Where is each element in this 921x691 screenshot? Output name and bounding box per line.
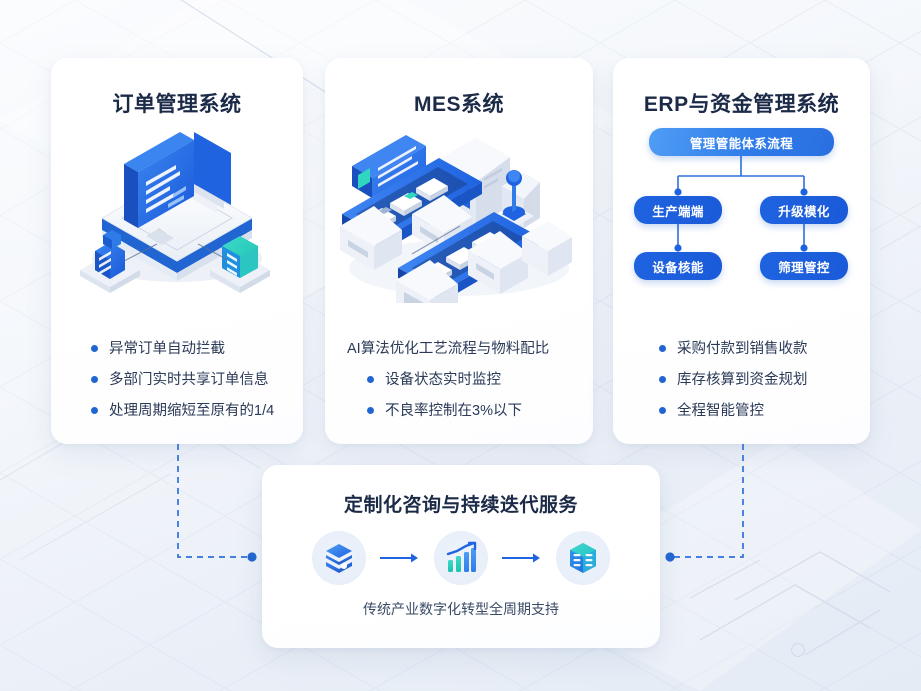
bullet-dot [367,376,374,384]
list-item: 库存核算到资金规划 [631,371,852,389]
card-erp-system[interactable]: ERP与资金管理系统 管理管能体系流程 [613,58,870,444]
bar-chart-icon[interactable] [434,531,488,585]
list-item: 不良率控制在3%以下 [343,402,575,420]
erp-flow-leaf-label: 筛理管控 [778,260,830,275]
erp-flow-root[interactable]: 管理管能体系流程 [649,128,834,156]
arrow-right-icon [380,553,418,563]
list-item: 异常订单自动拦截 [77,340,285,358]
connector-right-dot [665,552,675,562]
layers-stack-icon[interactable] [312,531,366,585]
flow-node-dot [674,188,682,196]
connector-left [177,444,250,558]
erp-flow-diagram: 管理管能体系流程 生产端端 升级模化 设备核能 筛理管控 [613,118,870,318]
list-item-label: 多部门实时共享订单信息 [109,371,269,388]
list-item-label: 处理周期缩短至原有的1/4 [109,402,275,419]
list-item-label: 异常订单自动拦截 [109,340,225,357]
isometric-assembly-line-illustration [325,118,593,303]
bullet-dot [367,407,374,415]
erp-flow-leaf-label: 设备核能 [652,260,704,275]
list-item-label: 采购付款到销售收款 [677,340,808,357]
list-item: AI算法优化工艺流程与物料配比 [343,340,575,358]
connector-right [672,444,744,558]
mes-feature-list: AI算法优化工艺流程与物料配比 设备状态实时监控 不良率控制在3%以下 [325,340,593,420]
list-item: 采购付款到销售收款 [631,340,852,358]
card-consulting-service[interactable]: 定制化咨询与持续迭代服务 [262,465,660,648]
card-mes-title: MES系统 [413,93,504,116]
card-mes-system[interactable]: MES系统 [325,58,593,444]
erp-flow-node-label: 升级模化 [778,204,830,219]
list-item-label: 库存核算到资金规划 [677,371,808,388]
bottom-card-title: 定制化咨询与持续迭代服务 [343,495,578,516]
list-item-label: 全程智能管控 [677,402,764,419]
list-item: 处理周期缩短至原有的1/4 [77,402,285,420]
bullet-dot [659,407,666,415]
bullet-dot [91,376,98,384]
card-erp-title: ERP与资金管理系统 [643,93,840,116]
list-item-label: 不良率控制在3%以下 [385,402,522,419]
bullet-dot [659,376,666,384]
erp-flow-node-production[interactable]: 生产端端 [634,196,722,224]
list-item: 全程智能管控 [631,402,852,420]
bullet-dot [659,345,666,353]
isometric-document-monitor-illustration [51,118,303,303]
list-item-label: 设备状态实时监控 [385,371,501,388]
flow-node-dot [674,244,682,252]
list-item: 设备状态实时监控 [343,371,575,389]
list-item-label: AI算法优化工艺流程与物料配比 [347,340,550,357]
bullet-dot [91,345,98,353]
connector-left-dot [247,552,257,562]
flow-node-dot [800,244,808,252]
erp-feature-list: 采购付款到销售收款 库存核算到资金规划 全程智能管控 [613,340,870,420]
erp-flow-node-upgrade[interactable]: 升级模化 [760,196,848,224]
service-flow-icons [262,531,660,585]
bullet-dot [91,407,98,415]
erp-flow-leaf-control[interactable]: 筛理管控 [760,252,848,280]
list-item: 多部门实时共享订单信息 [77,371,285,389]
erp-flow-leaf-equipment[interactable]: 设备核能 [634,252,722,280]
erp-flow-root-label: 管理管能体系流程 [689,136,794,151]
erp-flow-node-label: 生产端端 [652,204,704,219]
card-order-title: 订单管理系统 [112,93,242,116]
server-rack-icon[interactable] [556,531,610,585]
arrow-right-icon [502,553,540,563]
flow-node-dot [800,188,808,196]
order-feature-list: 异常订单自动拦截 多部门实时共享订单信息 处理周期缩短至原有的1/4 [59,340,303,420]
card-order-management[interactable]: 订单管理系统 [51,58,303,444]
bottom-card-subtitle: 传统产业数字化转型全周期支持 [363,601,559,617]
